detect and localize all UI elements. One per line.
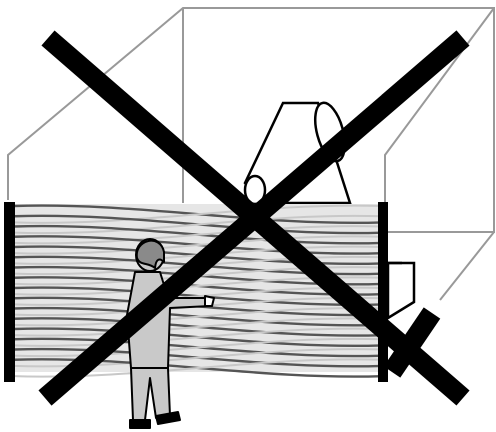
operator [126, 238, 215, 429]
operator-hand [204, 295, 215, 307]
light-curtain-right-post [378, 202, 388, 382]
light-beam [13, 214, 383, 235]
light-beam [13, 337, 383, 358]
light-curtain-beams [13, 204, 383, 378]
light-beam [13, 327, 383, 347]
operator-feet [129, 411, 181, 429]
light-beam [13, 307, 383, 327]
light-beam [13, 235, 383, 255]
operator-legs [130, 367, 171, 421]
light-beam [13, 204, 383, 224]
light-beam [13, 317, 383, 337]
light-beam [13, 225, 383, 245]
machine-box [386, 261, 416, 321]
prohibition-cross [38, 30, 470, 406]
light-curtain-left-post [4, 202, 15, 382]
operator-hair [135, 239, 165, 269]
light-beam [13, 348, 383, 368]
